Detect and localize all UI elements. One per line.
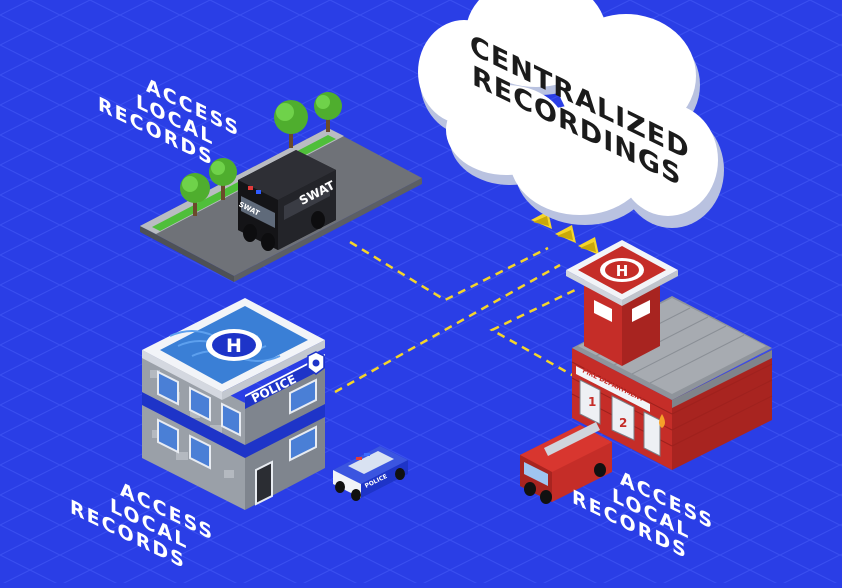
fire-truck (520, 422, 612, 504)
connection-lines (334, 240, 591, 394)
helipad-icon: H (206, 329, 262, 361)
police-badge-icon (307, 351, 325, 375)
fire-drop-icon (659, 414, 665, 428)
link-police-to-hub (334, 263, 561, 394)
cloud-icon (418, 0, 724, 228)
link-fire-to-hub (489, 288, 591, 387)
swat-van (238, 150, 336, 251)
fire-bay-1: 1 (588, 395, 596, 409)
helipad-letter-fire: H (616, 262, 629, 280)
tree-icon (180, 92, 342, 216)
fire-bay-2: 2 (619, 416, 627, 430)
police-car (333, 446, 408, 501)
police-station (142, 298, 325, 510)
link-swat-to-hub (349, 240, 549, 302)
helipad-letter-police: H (226, 335, 242, 357)
helipad-icon: H (600, 258, 644, 282)
